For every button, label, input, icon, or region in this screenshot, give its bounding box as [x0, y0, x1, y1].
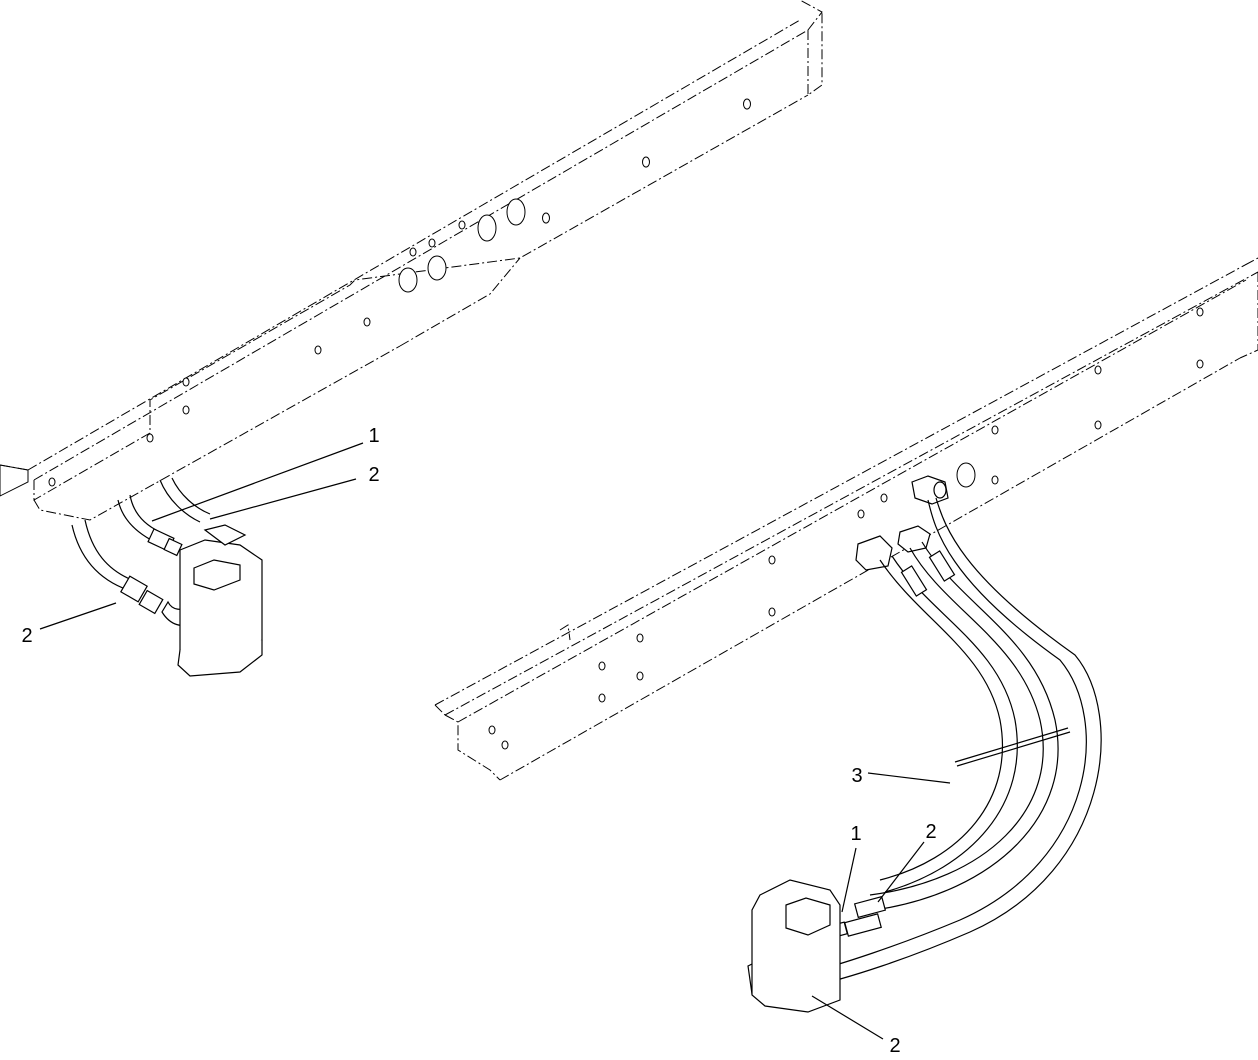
callout-c3: 3	[851, 765, 862, 787]
leader-c2-bottom	[811, 995, 884, 1040]
callout-labels: 1 2 2 3 1 2 2	[21, 425, 936, 1057]
leader-c1-lower	[841, 847, 857, 913]
callout-c1-lower: 1	[850, 823, 861, 845]
left-frame-rail	[0, 0, 823, 521]
leader-c2-upper-left	[209, 478, 357, 520]
right-frame-rail	[434, 257, 1258, 781]
callout-c1-upper-left: 1	[368, 425, 379, 447]
callout-c2-left: 2	[21, 625, 32, 647]
leader-c3	[867, 772, 951, 784]
leader-c2-lower	[877, 841, 925, 903]
right-hose-assembly	[747, 475, 1102, 1013]
callout-c2-lower: 2	[925, 821, 936, 843]
callout-c2-bottom: 2	[889, 1035, 900, 1057]
callout-leaders	[39, 442, 951, 1040]
leader-c1-upper-left	[151, 442, 364, 522]
callout-c2-upper-left: 2	[368, 464, 379, 486]
leader-c2-left	[39, 602, 117, 630]
left-hose-assembly	[71, 477, 263, 677]
